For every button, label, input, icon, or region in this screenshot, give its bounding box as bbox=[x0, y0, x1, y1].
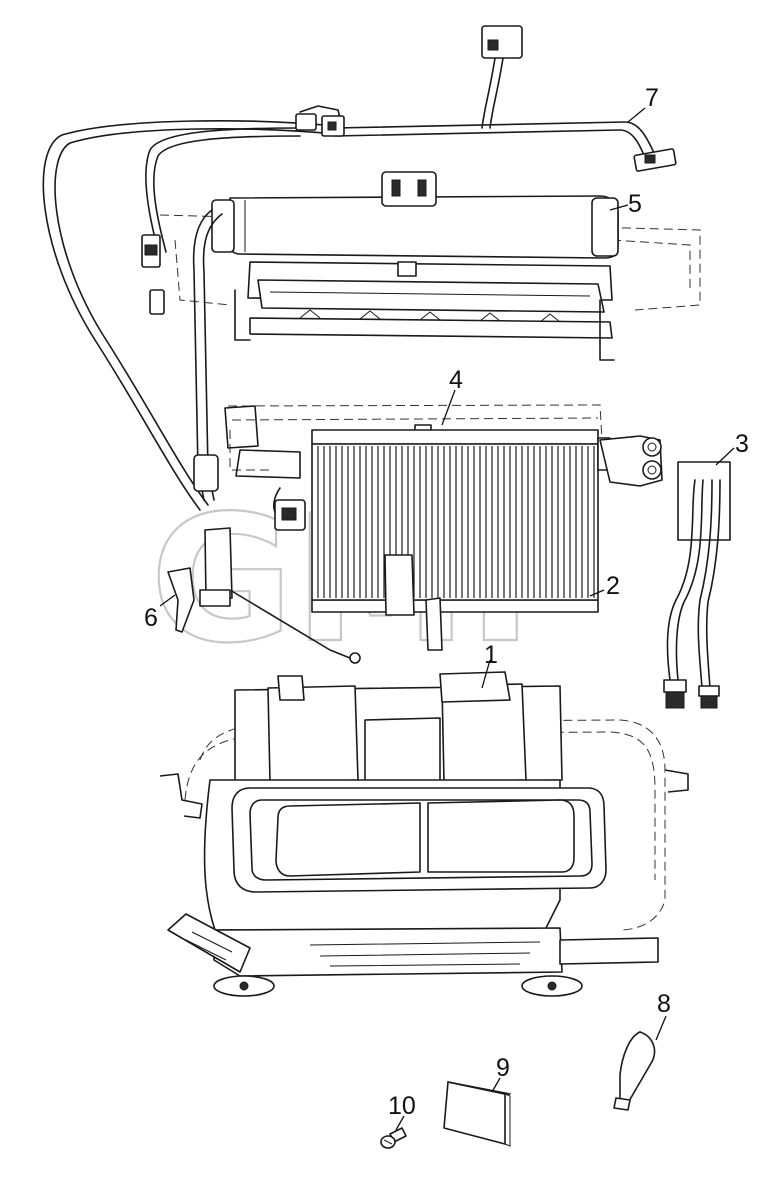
heater-pipes bbox=[192, 209, 223, 501]
sensor-clip bbox=[167, 487, 306, 633]
cable-tie bbox=[613, 1031, 656, 1111]
callout-6: 6 bbox=[144, 604, 158, 632]
callout-4: 4 bbox=[449, 366, 463, 394]
heater-core-assembly bbox=[159, 171, 701, 361]
callout-2: 2 bbox=[606, 572, 620, 600]
screw bbox=[380, 1127, 407, 1149]
callout-1: 1 bbox=[484, 641, 498, 669]
callout-3: 3 bbox=[735, 430, 749, 458]
callout-leaders bbox=[159, 107, 735, 1131]
refrigerant-pipe bbox=[663, 461, 731, 709]
callout-7: 7 bbox=[645, 84, 659, 112]
evaporator-core bbox=[229, 429, 663, 664]
callout-9: 9 bbox=[496, 1054, 510, 1082]
callout-8: 8 bbox=[657, 990, 671, 1018]
callout-10: 10 bbox=[388, 1092, 416, 1120]
callout-5: 5 bbox=[628, 190, 642, 218]
wiring-harness bbox=[42, 25, 677, 511]
foam-pad bbox=[443, 1081, 511, 1147]
hvac-housing bbox=[159, 671, 689, 997]
